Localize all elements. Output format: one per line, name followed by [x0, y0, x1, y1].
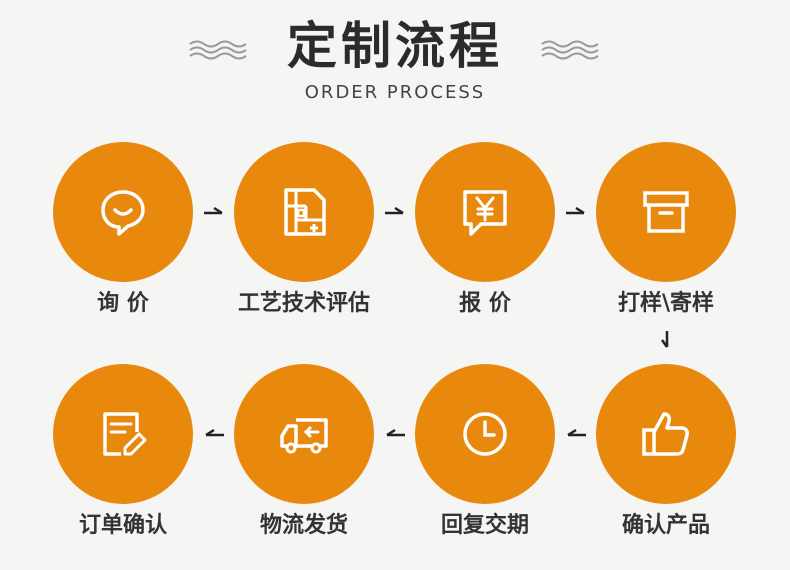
arrow-left-icon	[386, 428, 405, 437]
order-form-icon	[103, 412, 147, 456]
step-label-evaluation: 工艺技术评估	[237, 291, 370, 316]
step-quotation	[415, 142, 555, 282]
step-order-confirm	[53, 364, 193, 504]
delivery-truck-icon	[280, 418, 328, 454]
step-shipping	[234, 364, 374, 504]
step-reply-delivery-date	[415, 364, 555, 504]
step-label-shipping: 物流发货	[259, 513, 348, 538]
clock-icon	[463, 412, 507, 456]
step-label-reply-delivery-date: 回复交期	[440, 513, 529, 538]
thumbs-up-icon	[642, 412, 689, 456]
step-label-confirm-product: 确认产品	[621, 513, 710, 538]
arrow-right-icon	[204, 206, 223, 215]
step-confirm-product	[596, 364, 736, 504]
chat-bubble-icon	[101, 190, 145, 236]
step-label-quotation: 报 价	[459, 291, 511, 316]
blueprint-icon	[284, 188, 326, 236]
step-sampling	[596, 142, 736, 282]
yuan-quote-icon	[463, 190, 507, 236]
page-subtitle: ORDER PROCESS	[304, 82, 486, 103]
page-title: 定制流程	[287, 16, 503, 75]
step-inquiry	[53, 142, 193, 282]
arrow-left-icon	[567, 428, 586, 437]
arrow-right-icon	[385, 206, 404, 215]
step-label-order-confirm: 订单确认	[78, 513, 167, 538]
arrow-right-icon	[566, 206, 585, 215]
decorative-wave-icon	[189, 40, 247, 60]
arrow-left-icon	[205, 428, 224, 437]
step-label-sampling: 打样\寄样	[617, 291, 715, 316]
arrow-down-icon	[661, 331, 669, 348]
box-icon	[643, 191, 689, 233]
step-label-inquiry: 询 价	[97, 291, 149, 316]
decorative-wave-icon	[541, 40, 599, 60]
step-evaluation	[234, 142, 374, 282]
